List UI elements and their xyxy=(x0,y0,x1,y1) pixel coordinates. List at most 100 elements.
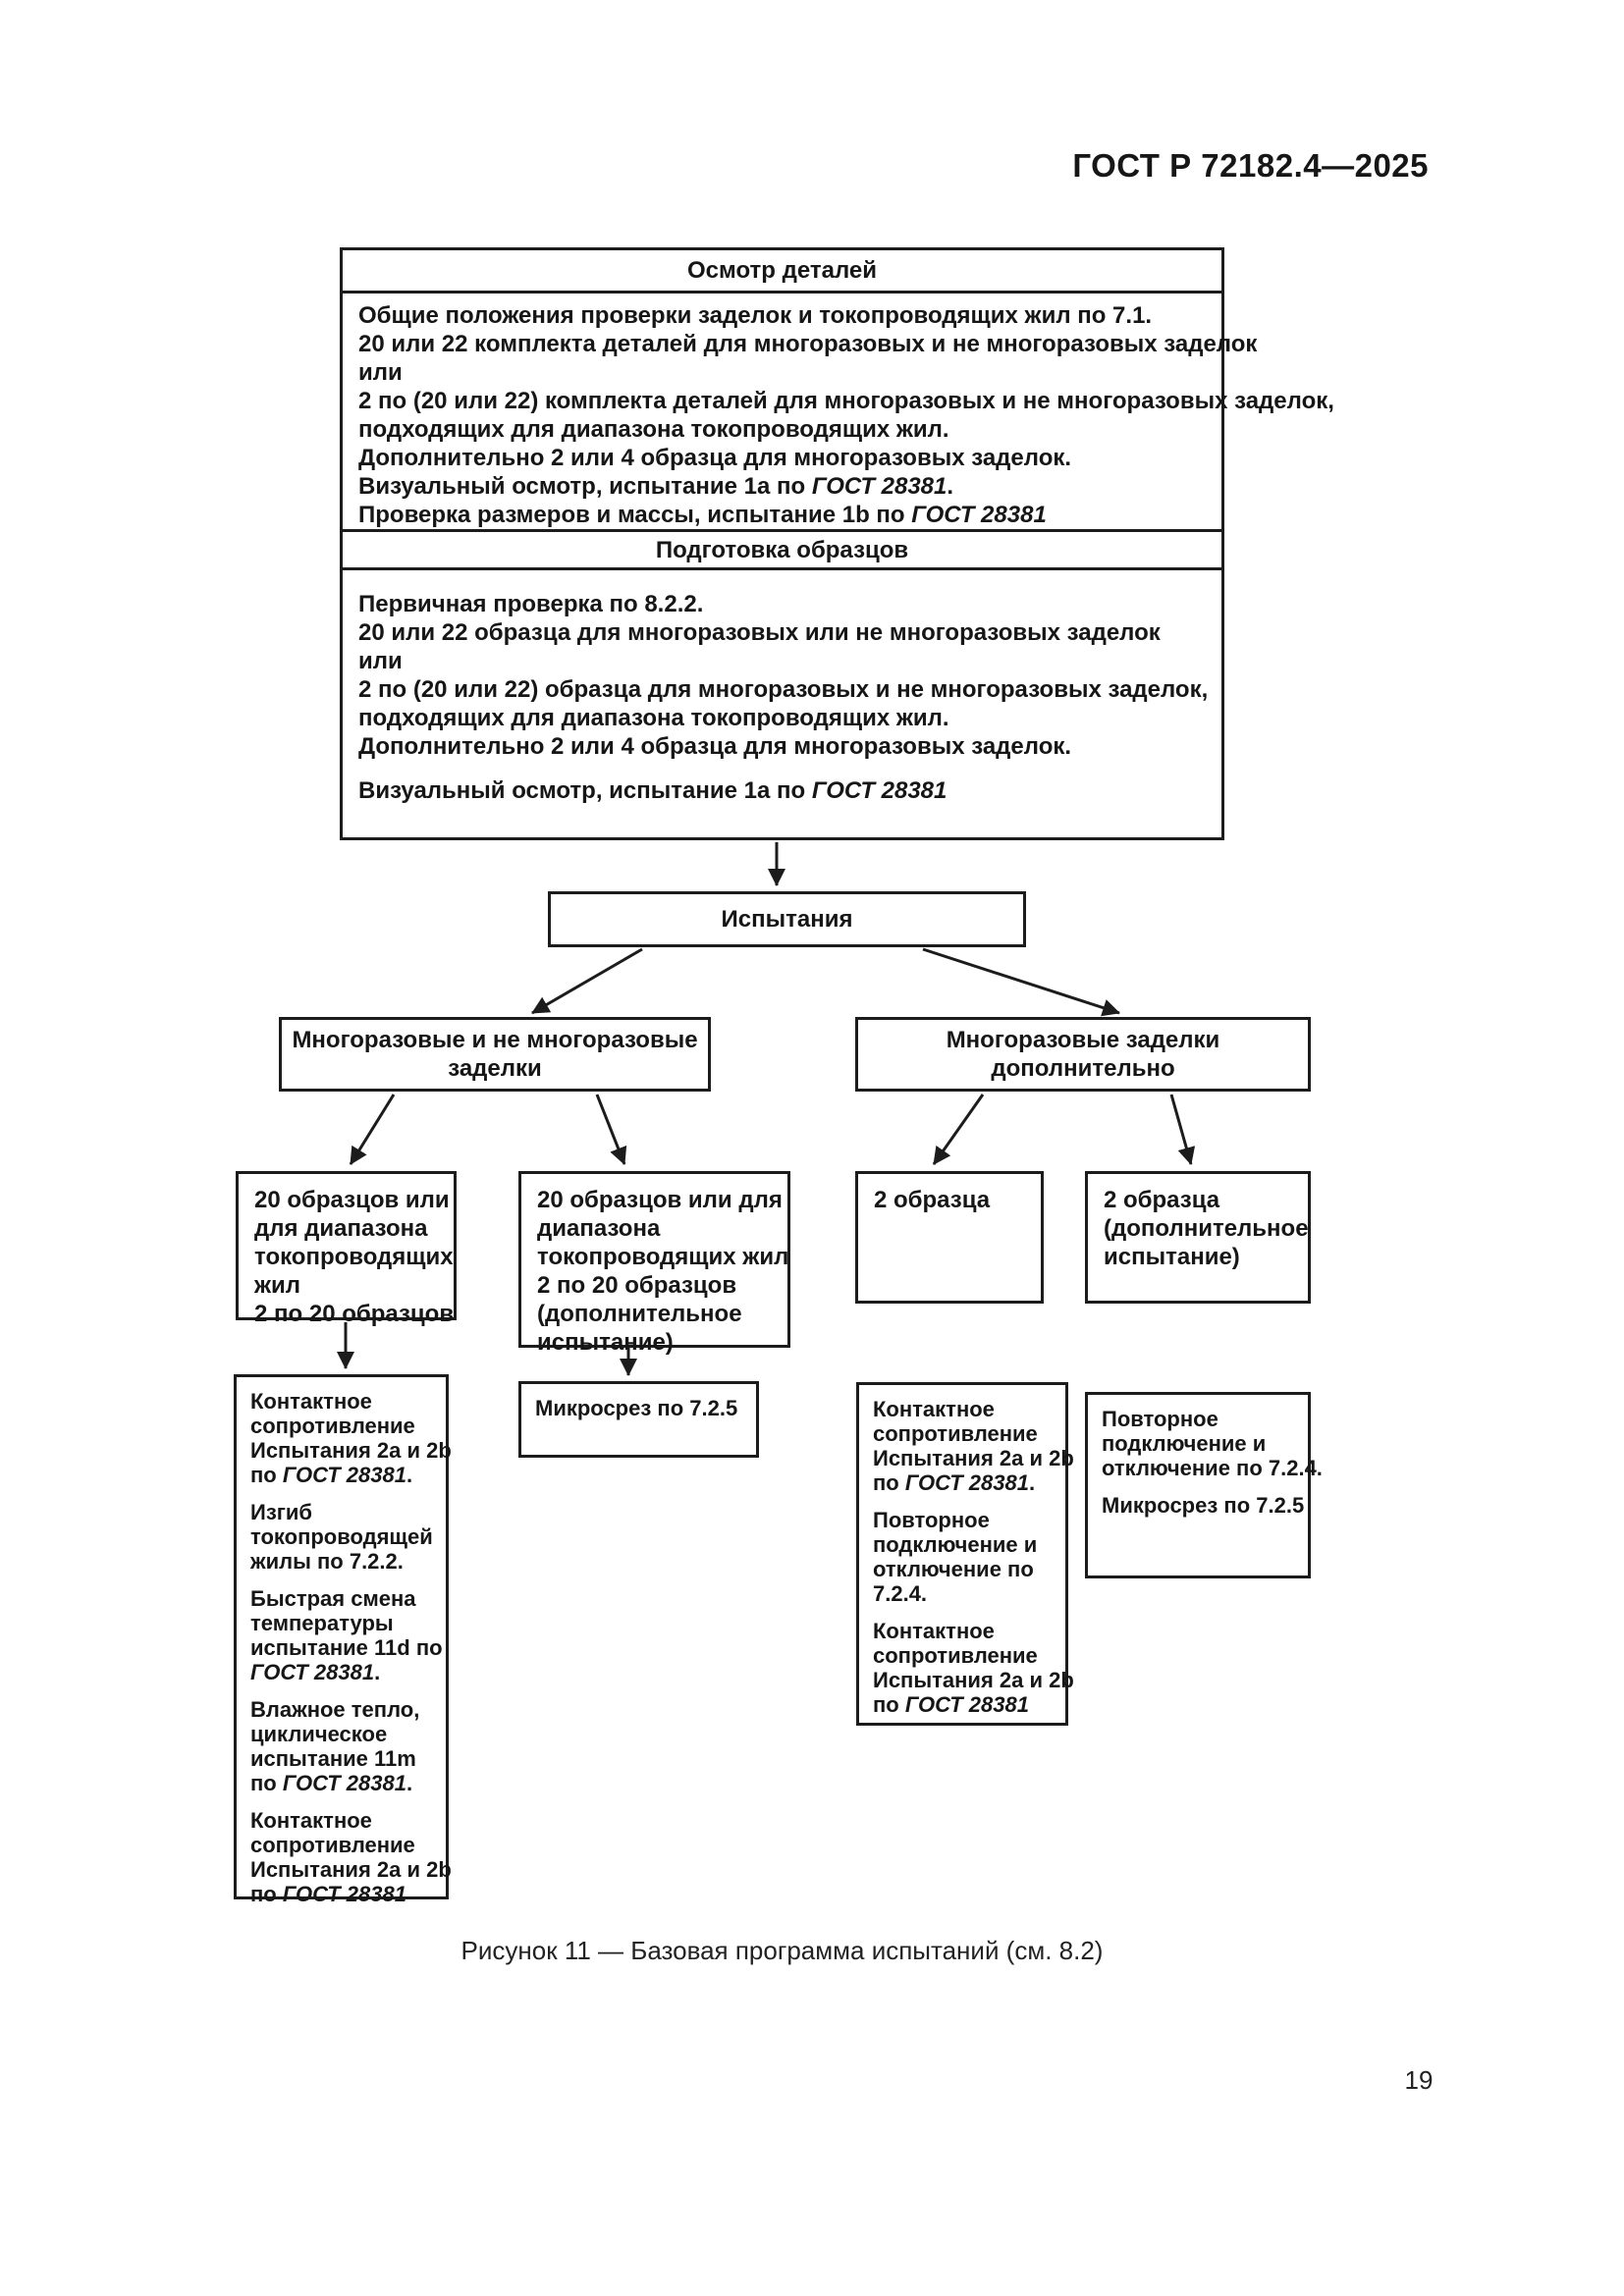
text-line: по ГОСТ 28381 xyxy=(873,1692,1029,1717)
text-line: испытание) xyxy=(1104,1244,1240,1270)
preparation-title: Подготовка образцов xyxy=(343,529,1221,570)
text-line: Контактное xyxy=(873,1397,995,1421)
text-line: 2 по (20 или 22) образца для многоразовы… xyxy=(358,676,1209,703)
text-line: Испытания 2a и 2b xyxy=(250,1438,452,1463)
text-line: токопроводящих жил xyxy=(537,1244,789,1270)
text-line: Испытания 2a и 2b xyxy=(873,1446,1074,1470)
text-line: циклическое xyxy=(250,1722,388,1746)
text-line: Дополнительно 2 или 4 образца для многор… xyxy=(358,445,1072,471)
text-line: 20 образцов или для xyxy=(537,1187,783,1213)
text-line: 2 по 20 образцов xyxy=(254,1301,455,1327)
text-line: заделки xyxy=(448,1055,542,1082)
arrow-left-branch-to-s1 xyxy=(349,1094,396,1165)
text-line: по ГОСТ 28381. xyxy=(873,1470,1036,1495)
text-line: Многоразовые заделки xyxy=(946,1027,1220,1053)
text-line: по ГОСТ 28381. xyxy=(250,1771,413,1795)
text-line: Испытания 2a и 2b xyxy=(250,1857,452,1882)
page-number: 19 xyxy=(1404,2065,1434,2095)
tests-label: Испытания xyxy=(721,906,853,933)
text-line: сопротивление xyxy=(250,1414,415,1438)
text-line: подключение и xyxy=(1102,1431,1267,1456)
text-line: Микросрез по 7.2.5 xyxy=(1102,1493,1305,1518)
text-line: ГОСТ 28381. xyxy=(250,1660,381,1684)
text-line: токопроводящих xyxy=(254,1244,454,1270)
text-line: подходящих для диапазона токопроводящих … xyxy=(358,416,949,443)
text-line: Повторное xyxy=(1102,1407,1218,1431)
text-line: Проверка размеров и массы, испытание 1b … xyxy=(358,502,1047,528)
text-line xyxy=(250,1795,434,1808)
text-line: Испытания 2a и 2b xyxy=(873,1668,1074,1692)
text-line: Контактное xyxy=(250,1808,372,1833)
text-line: Контактное xyxy=(250,1389,372,1414)
text-line: 2 по (20 или 22) комплекта деталей для м… xyxy=(358,388,1334,414)
text-line: по ГОСТ 28381. xyxy=(250,1463,413,1487)
text-line xyxy=(250,1684,434,1697)
text-line: 7.2.4. xyxy=(873,1581,928,1606)
preparation-body: Первичная проверка по 8.2.2.20 или 22 об… xyxy=(343,570,1221,805)
inspection-title: Осмотр деталей xyxy=(343,250,1221,294)
arrow-right-branch-to-s4 xyxy=(1169,1094,1196,1165)
tests-box: Испытания xyxy=(548,891,1026,947)
inspection-body: Общие положения проверки заделок и токоп… xyxy=(343,294,1334,529)
text-line: Первичная проверка по 8.2.2. xyxy=(358,591,704,617)
text-line: по ГОСТ 28381 xyxy=(250,1882,406,1906)
text-line: жилы по 7.2.2. xyxy=(250,1549,404,1574)
text-line: дополнительно xyxy=(991,1055,1175,1082)
text-line: испытание 11d по xyxy=(250,1635,443,1660)
text-line: Быстрая смена xyxy=(250,1586,416,1611)
text-line: Влажное тепло, xyxy=(250,1697,420,1722)
text-line xyxy=(1102,1480,1296,1493)
text-line: сопротивление xyxy=(873,1643,1038,1668)
inspection-preparation-box: Осмотр деталей Общие положения проверки … xyxy=(340,247,1334,840)
text-line: испытание 11m xyxy=(250,1746,416,1771)
text-line: для диапазона xyxy=(254,1215,428,1242)
arrow-tests-to-left-branch xyxy=(531,947,643,1015)
text-line: Контактное xyxy=(873,1619,995,1643)
text-line: (дополнительное xyxy=(537,1301,742,1327)
text-line: подходящих для диапазона токопроводящих … xyxy=(358,705,949,731)
text-line: отключение по 7.2.4. xyxy=(1102,1456,1323,1480)
text-line: Изгиб xyxy=(250,1500,313,1524)
text-line xyxy=(250,1487,434,1500)
text-line: Общие положения проверки заделок и токоп… xyxy=(358,302,1153,329)
text-line: 2 образца xyxy=(1104,1187,1220,1213)
text-line xyxy=(358,761,1206,776)
text-line: 20 или 22 комплекта деталей для многораз… xyxy=(358,331,1258,357)
page-header: ГОСТ Р 72182.4—2025 xyxy=(1072,147,1429,184)
sample-box-3: 2 образца xyxy=(855,1171,1044,1304)
figure-caption: Рисунок 11 — Базовая программа испытаний… xyxy=(460,1936,1104,1965)
text-line: или xyxy=(358,648,403,674)
text-line: Повторное xyxy=(873,1508,990,1532)
text-line: Микросрез по 7.2.5 xyxy=(535,1396,738,1420)
text-line: подключение и xyxy=(873,1532,1038,1557)
text-line: или xyxy=(358,359,403,386)
text-line: Визуальный осмотр, испытание 1a по ГОСТ … xyxy=(358,777,947,804)
text-line: (дополнительное xyxy=(1104,1215,1309,1242)
text-line: жил xyxy=(254,1272,301,1299)
text-line: токопроводящей xyxy=(250,1524,433,1549)
text-line: Дополнительно 2 или 4 образца для многор… xyxy=(358,733,1072,760)
text-line: 20 образцов или xyxy=(254,1187,450,1213)
text-line: Визуальный осмотр, испытание 1a по ГОСТ … xyxy=(358,473,954,500)
text-line: 2 по 20 образцов xyxy=(537,1272,737,1299)
text-line xyxy=(873,1495,1054,1508)
text-line: диапазона xyxy=(537,1215,661,1242)
text-line: 2 образца xyxy=(874,1187,991,1213)
text-line xyxy=(250,1574,434,1586)
text-line: температуры xyxy=(250,1611,394,1635)
text-line: испытание) xyxy=(537,1329,674,1356)
text-line: отключение по xyxy=(873,1557,1034,1581)
test-box-2: Микросрез по 7.2.5 xyxy=(518,1381,759,1458)
text-line: сопротивление xyxy=(873,1421,1038,1446)
arrow-tests-to-right-branch xyxy=(922,947,1120,1017)
text-line: 20 или 22 образца для многоразовых или н… xyxy=(358,619,1161,646)
